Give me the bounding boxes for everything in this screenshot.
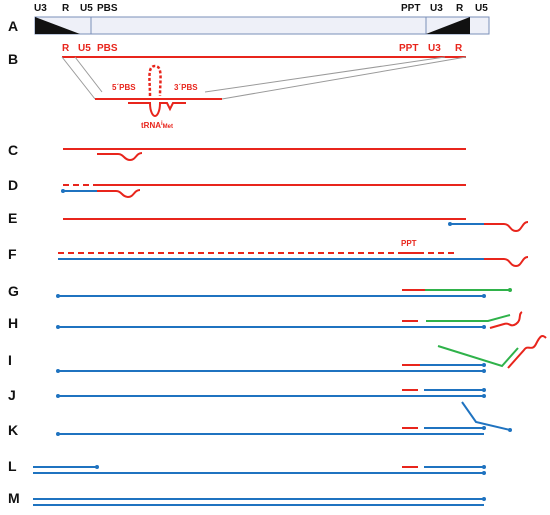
- b-label-pbs: PBS: [97, 43, 118, 54]
- trna-label: tRNAiMet: [141, 121, 173, 130]
- panel-m: [33, 497, 486, 506]
- panel-k: [56, 401, 512, 436]
- l-minus-end: [482, 471, 486, 475]
- m-plus-end: [482, 497, 486, 501]
- b-label-3pbs: 3´PBS: [174, 83, 198, 92]
- step-label-b: B: [8, 51, 18, 67]
- panel-d: [61, 184, 466, 199]
- a-label-u3-right: U3: [430, 3, 443, 14]
- a-label-u5-left: U5: [80, 3, 93, 14]
- step-label-j: J: [8, 387, 16, 403]
- step-label-c: C: [8, 142, 18, 158]
- l-plus-end: [482, 465, 486, 469]
- b-zoom-line-1: [61, 56, 96, 100]
- k-plus-end: [482, 426, 486, 430]
- b-label-r-left: R: [62, 43, 70, 54]
- f-trna-primer: [484, 256, 529, 268]
- h-minus-start: [56, 325, 60, 329]
- b-label-u5: U5: [78, 43, 91, 54]
- b-zoom-line-3: [221, 56, 467, 100]
- g-minus-start: [56, 294, 60, 298]
- step-label-g: G: [8, 283, 19, 299]
- a-label-r-left: R: [62, 3, 70, 14]
- panel-a-provirus: U3 R U5 PBS PPT U3 R U5: [34, 3, 490, 35]
- a-genome-box: [34, 16, 490, 35]
- a-label-r-right: R: [456, 3, 464, 14]
- panel-f: PPT: [58, 239, 529, 268]
- panel-c: [63, 148, 466, 162]
- d-dna-end: [61, 189, 65, 193]
- step-label-f: F: [8, 246, 17, 262]
- c-trna-primer: [97, 152, 143, 162]
- panel-b-rna-genome: R U5 PBS PPT U3 R 5´PBS 3´PBS tRNAiMet: [61, 43, 467, 130]
- panel-j: [56, 388, 486, 398]
- k-displaced-end: [508, 428, 512, 432]
- i-plus-strand-dna: [437, 345, 519, 368]
- step-label-k: K: [8, 422, 18, 438]
- d-trna-primer: [97, 189, 141, 199]
- j-minus-start: [56, 394, 60, 398]
- g-minus-end: [482, 294, 486, 298]
- panel-g: [56, 288, 512, 298]
- h-minus-end: [482, 325, 486, 329]
- e-dna-end: [448, 222, 452, 226]
- a-label-u5-right: U5: [475, 3, 488, 14]
- trna-anticodon-loop: [148, 64, 162, 97]
- h-trna-release: [489, 311, 523, 329]
- a-label-ppt: PPT: [401, 3, 420, 14]
- b-label-r-right: R: [455, 43, 463, 54]
- b-label-ppt: PPT: [399, 43, 418, 54]
- step-label-a: A: [8, 18, 18, 34]
- h-plus-strand-dna: [426, 314, 511, 322]
- a-ltr-right-triangle: [426, 17, 470, 34]
- panel-l: [33, 465, 486, 475]
- a-label-pbs: PBS: [97, 3, 118, 14]
- b-label-u3: U3: [428, 43, 441, 54]
- f-label-ppt: PPT: [401, 239, 417, 248]
- i-minus-start: [56, 369, 60, 373]
- i-minus-end: [482, 369, 486, 373]
- b-zoom-line-4: [204, 56, 446, 93]
- k-displaced-strand: [461, 401, 511, 431]
- l-transferred-end: [95, 465, 99, 469]
- b-zoom-line-2: [74, 56, 103, 93]
- step-label-h: H: [8, 315, 18, 331]
- j-plus-end: [482, 388, 486, 392]
- a-ltr-left-triangle: [35, 17, 80, 34]
- b-label-5pbs: 5´PBS: [112, 83, 136, 92]
- step-label-e: E: [8, 210, 17, 226]
- k-minus-start: [56, 432, 60, 436]
- e-trna-primer: [484, 221, 529, 233]
- i-trna-released: [507, 335, 547, 369]
- trna-structure: [128, 102, 186, 118]
- step-label-d: D: [8, 177, 18, 193]
- step-label-m: M: [8, 490, 20, 506]
- panel-i: [56, 335, 547, 373]
- panel-e: [63, 218, 529, 233]
- g-plus-end: [508, 288, 512, 292]
- j-minus-end: [482, 394, 486, 398]
- step-label-l: L: [8, 458, 17, 474]
- i-plus-end: [482, 363, 486, 367]
- a-label-u3-left: U3: [34, 3, 47, 14]
- panel-h: [56, 311, 523, 329]
- step-label-i: I: [8, 352, 12, 368]
